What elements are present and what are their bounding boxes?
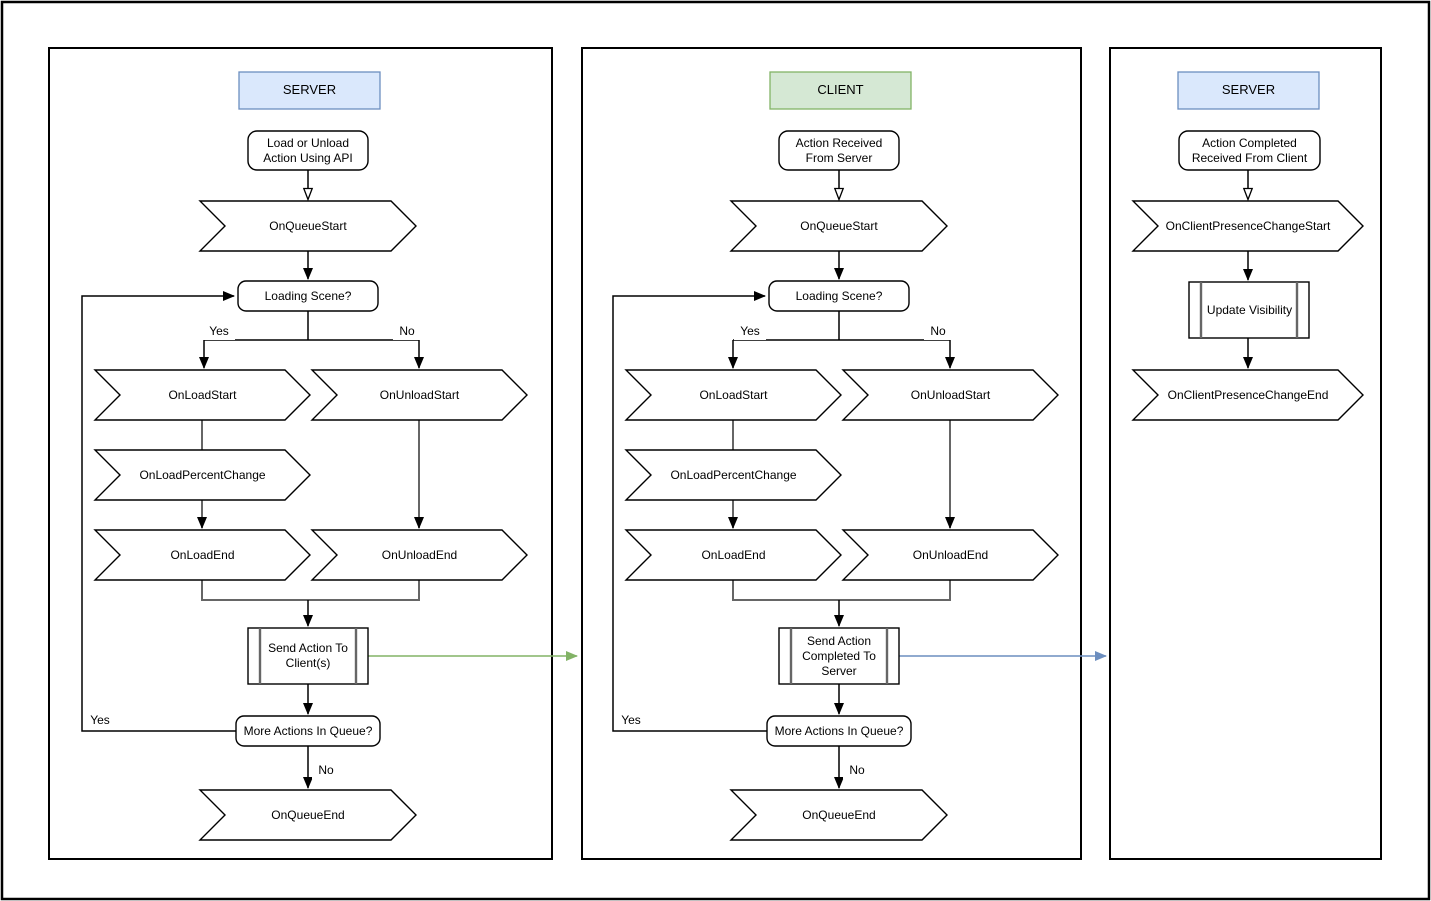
server-flow-nodes [93, 130, 528, 841]
server-branch-split-line [204, 311, 419, 341]
server-loading-scene-node [237, 280, 379, 312]
client-loading-scene-label: Loading Scene? [795, 288, 883, 303]
client-onloadpercentchange-label: OnLoadPercentChange [670, 467, 797, 482]
server-header-box [238, 71, 381, 110]
client-onunloadstart-label: OnUnloadStart [910, 387, 991, 402]
server-merge-line [201, 580, 420, 601]
client-onqueuestart-node [729, 200, 948, 252]
server-loading-scene-label: Loading Scene? [264, 288, 352, 303]
client-onloadend-label: OnLoadEnd [701, 547, 766, 562]
client-header-box [769, 71, 912, 110]
server-onloadpercentchange-label: OnLoadPercentChange [139, 467, 266, 482]
client-loop-yes-label: Yes [615, 711, 647, 729]
client-branch-split-line [733, 311, 950, 341]
client-onqueueend-node [729, 789, 948, 841]
client-more-actions-label: More Actions In Queue? [774, 723, 904, 738]
client-onloadpercentchange-node [624, 449, 842, 501]
client-onunloadend-node [841, 529, 1059, 581]
server-onloadend-node [93, 529, 311, 581]
server-onqueuestart-label: OnQueueStart [269, 218, 347, 233]
client-send-action-label: Send Action Completed To Server [802, 633, 876, 678]
presence-changestart-label: OnClientPresenceChangeStart [1165, 218, 1331, 233]
presence-changeend-label: OnClientPresenceChangeEnd [1167, 387, 1329, 402]
server-onloadstart-label: OnLoadStart [168, 387, 237, 402]
client-onqueueend-label: OnQueueEnd [802, 807, 876, 822]
client-start-label: Action Received From Server [795, 135, 883, 165]
server-onqueuestart-node [198, 200, 417, 252]
presence-flow-nodes [1131, 130, 1364, 421]
presence-update-visibility-node [1188, 281, 1310, 339]
presence-flow-panel [1109, 47, 1382, 860]
server-onloadend-label: OnLoadEnd [170, 547, 235, 562]
client-onloadstart-node [624, 369, 842, 421]
client-loop-back-arrow [612, 291, 767, 732]
presence-changestart-node [1131, 200, 1364, 252]
client-start-node [778, 130, 900, 171]
server-send-action-label: Send Action To Client(s) [268, 641, 348, 670]
presence-changeend-node [1131, 369, 1364, 421]
server-start-label: Load or Unload Action Using API [263, 135, 353, 165]
client-flow-nodes [624, 130, 1059, 841]
client-header-label: CLIENT [817, 82, 864, 98]
client-onunloadstart-node [841, 369, 1059, 421]
presence-start-label: Action Completed Received From Client [1191, 135, 1308, 165]
server-start-node [247, 130, 369, 171]
presence-start-node [1178, 130, 1321, 171]
server-loop-back-arrow [81, 291, 236, 732]
client-onloadend-node [624, 529, 842, 581]
client-merge-line [732, 580, 951, 601]
presence-update-visibility-label: Update Visibility [1206, 302, 1293, 317]
client-onloadstart-label: OnLoadStart [699, 387, 768, 402]
client-loading-scene-node [768, 280, 910, 312]
server-onqueueend-node [198, 789, 417, 841]
server-more-actions-node [235, 715, 381, 747]
server-send-action-node [247, 627, 369, 685]
client-onqueuestart-label: OnQueueStart [800, 218, 878, 233]
server-branch-yes-label: Yes [203, 322, 235, 340]
client-branch-no-label: No [924, 322, 952, 340]
client-flow-connectors [612, 170, 955, 789]
client-branch-yes-label: Yes [734, 322, 766, 340]
client-send-action-node [778, 627, 900, 685]
server-flow-connectors [81, 170, 424, 789]
server-more-actions-label: More Actions In Queue? [243, 723, 373, 738]
server-loop-yes-label: Yes [84, 711, 116, 729]
server-onloadpercentchange-node [93, 449, 311, 501]
server-branch-no-label: No [393, 322, 421, 340]
presence-header-label: SERVER [1221, 82, 1276, 98]
server-onloadstart-node [93, 369, 311, 421]
server-header-label: SERVER [282, 82, 337, 98]
server-onqueueend-label: OnQueueEnd [271, 807, 345, 822]
client-onunloadend-label: OnUnloadEnd [912, 547, 989, 562]
server-onunloadstart-node [310, 369, 528, 421]
server-onunloadend-label: OnUnloadEnd [381, 547, 458, 562]
client-end-no-label: No [843, 761, 871, 779]
client-more-actions-node [766, 715, 912, 747]
server-onunloadend-node [310, 529, 528, 581]
presence-header-box [1177, 71, 1320, 110]
server-end-no-label: No [312, 761, 340, 779]
server-onunloadstart-label: OnUnloadStart [379, 387, 460, 402]
